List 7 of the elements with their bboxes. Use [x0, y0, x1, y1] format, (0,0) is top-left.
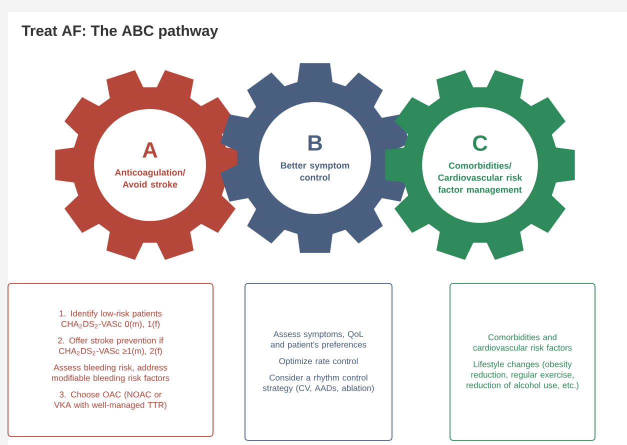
gear: C Comorbidities/ Cardiovascular risk factor management [385, 70, 575, 260]
gear: A Anticoagulation/ Avoid stroke [55, 70, 245, 260]
text-box: Comorbidities and cardiovascular risk factors Lifestyle changes (obesity reduction, regular exercise, reduction of alcohol use, etc.) [450, 283, 596, 441]
gear: B Better symptom control [220, 63, 410, 253]
title: Treat AF: The ABC pathway [22, 25, 218, 39]
text-box: 1. Identify low-risk patients CHA$_{2}$DS$_{2}$-VASc 0(m), 1(f) 2. Offer stroke prevention if CHA$_{2}$DS$_{2}$-VASc ≥1(m), 2(f) Assess bleeding risk, address modifiable bleeding risk factors 3. Choose OAC (NOAC or VKA with well-managed TTR) [8, 283, 214, 437]
text-box: Assess symptoms, QoL and patient's preferences Optimize rate control Consider a rhythm control strategy (CV, AADs, ablation) [244, 283, 392, 441]
